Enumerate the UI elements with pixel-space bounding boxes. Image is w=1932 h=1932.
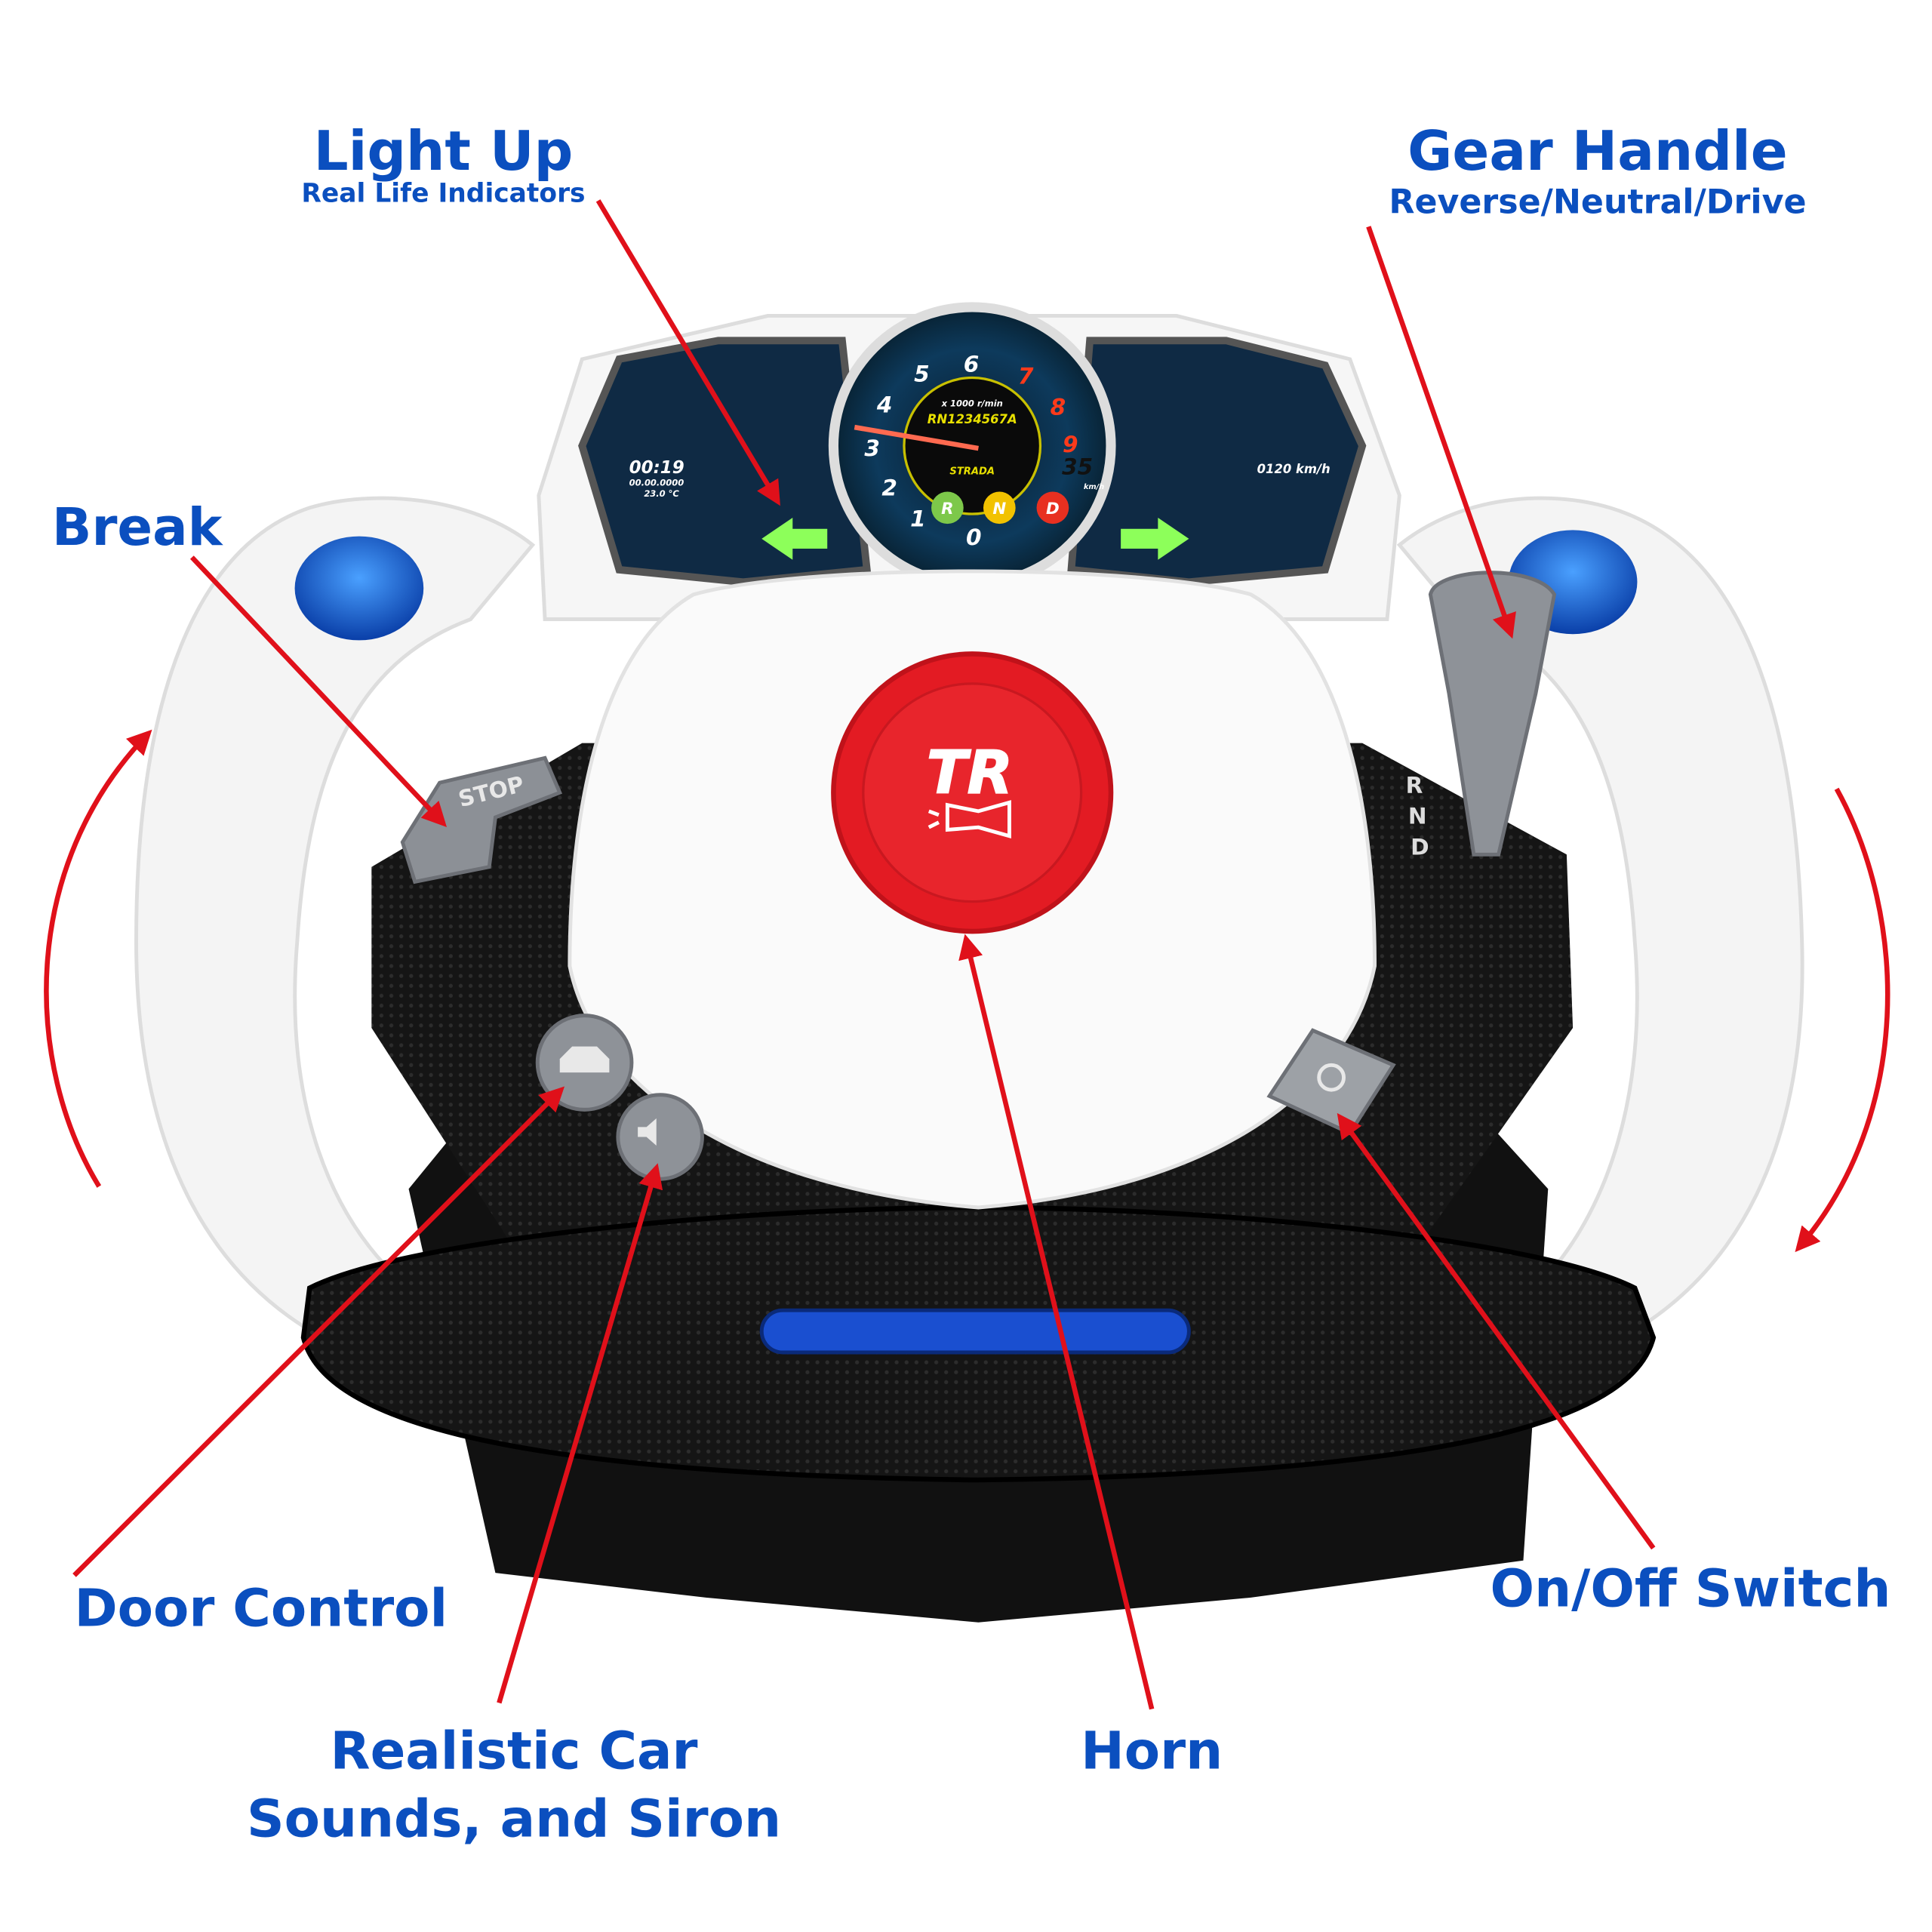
arrow-gear-handle (1366, 226, 1516, 639)
speed-unit: km/h (1084, 483, 1104, 491)
label-sounds-line2: Sounds, and Siron (247, 1789, 781, 1850)
shifter-gate-labels: R N D (1406, 772, 1429, 860)
arrow-on-off (1337, 1112, 1656, 1550)
plate-text: RN1234567A (928, 412, 1017, 426)
tr-logo: TR (927, 737, 1013, 807)
rpm-3: 3 (864, 435, 880, 461)
arrow-horn (958, 934, 1155, 1710)
label-light-up: Light Up (314, 120, 574, 183)
right-cluster (1067, 337, 1367, 586)
arrow-sounds (497, 1163, 663, 1704)
rpm-5: 5 (914, 361, 930, 386)
label-horn: Horn (1081, 1721, 1223, 1781)
right-speed-readout: 0120 km/h (1257, 462, 1331, 476)
temp-readout: 23.0 °C (644, 488, 679, 499)
sound-siren-button[interactable] (616, 1093, 704, 1181)
rotate-left-arrow (44, 729, 152, 1188)
rpm-label: x 1000 r/min (941, 398, 1003, 408)
label-break: Break (52, 497, 224, 558)
rpm-0: 0 (966, 525, 982, 550)
rpm-9: 9 (1063, 432, 1078, 457)
label-on-off-switch: On/Off Switch (1491, 1558, 1891, 1619)
rpm-7: 7 (1018, 364, 1034, 389)
label-light-up-subtitle: Real Life Indicators (301, 178, 585, 208)
car-doors-icon (559, 1046, 610, 1073)
left-grip (134, 496, 536, 1340)
right-turn-signal-icon (1121, 517, 1189, 560)
shifter-d: D (1411, 834, 1429, 860)
clock-readout: 00:19 (629, 458, 685, 478)
annotation-labels: Light Up Real Life Indicators Gear Handl… (52, 120, 1891, 1850)
power-icon (1317, 1063, 1346, 1092)
label-gear-handle: Gear Handle (1407, 120, 1788, 183)
shifter-r: R (1406, 772, 1423, 798)
label-door-control: Door Control (74, 1579, 448, 1639)
power-switch[interactable] (1266, 1028, 1396, 1136)
door-control-button[interactable] (535, 1014, 634, 1112)
odometer-readout: 00.00.0000 (629, 477, 685, 488)
arrow-light-up (595, 199, 780, 506)
rpm-6: 6 (964, 351, 980, 377)
mode-text: STRADA (949, 466, 995, 478)
arrow-break (189, 555, 447, 828)
gear-shifter[interactable] (1428, 571, 1557, 857)
gear-indicator-d: D (1046, 500, 1060, 518)
horn-icon (928, 800, 1011, 838)
blue-light-bar (759, 1308, 1191, 1355)
rpm-8: 8 (1051, 395, 1066, 420)
gear-indicator-n: N (992, 500, 1006, 518)
speed-readout: 35 (1062, 454, 1093, 480)
tachometer-needle (854, 424, 979, 451)
speaker-icon (638, 1118, 657, 1146)
rpm-2: 2 (881, 475, 897, 500)
gear-indicator-r: R (941, 500, 953, 518)
arrow-door-control (72, 1086, 565, 1577)
annotation-arrows (44, 199, 1890, 1710)
rotate-right-arrow (1795, 787, 1890, 1253)
left-turn-signal-icon (761, 517, 828, 560)
left-blue-light (294, 536, 424, 641)
label-gear-handle-subtitle: Reverse/Neutral/Drive (1389, 183, 1806, 221)
gear-indicators: R N D (931, 491, 1069, 525)
rpm-1: 1 (910, 506, 926, 531)
horn-button[interactable]: TR (831, 651, 1114, 934)
stop-brake-button[interactable]: STOP (400, 755, 563, 884)
rpm-4: 4 (876, 392, 893, 417)
label-sounds-line1: Realistic Car (331, 1721, 698, 1781)
steering-wheel: x 1000 r/min RN1234567A STRADA 35 km/h 0… (134, 302, 1804, 1623)
rpm-scale: 0 1 2 3 4 5 6 7 8 9 (864, 351, 1078, 550)
shifter-n: N (1408, 803, 1427, 829)
